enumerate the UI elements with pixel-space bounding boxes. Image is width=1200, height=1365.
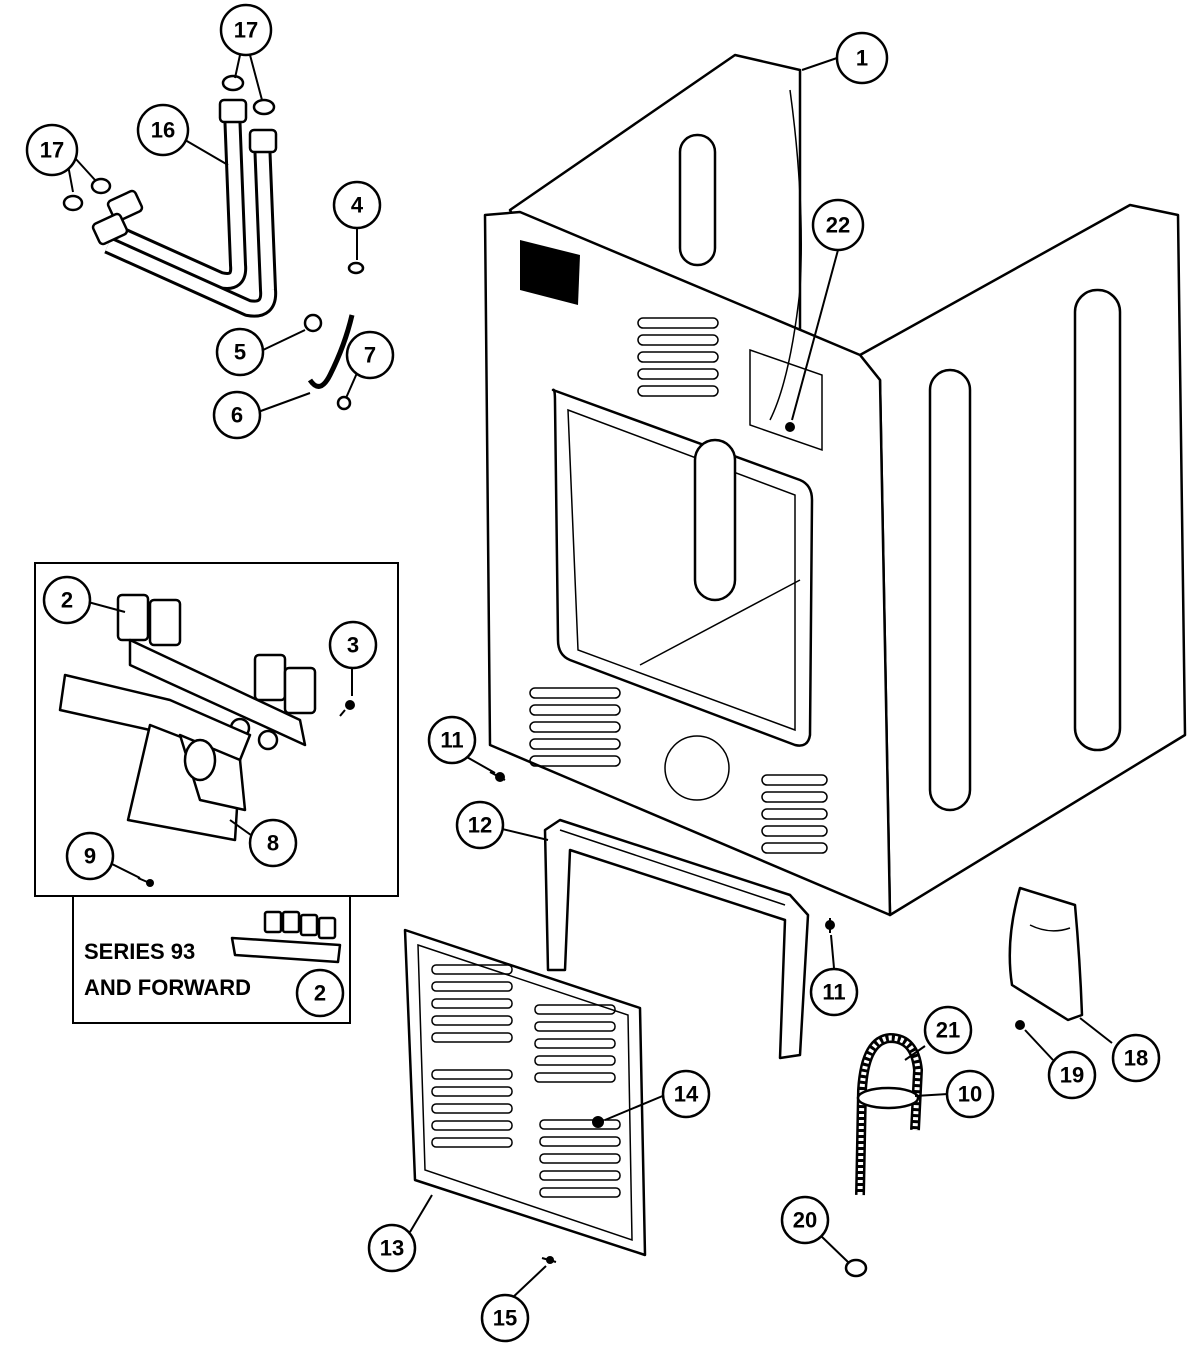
svg-text:10: 10 [958, 1082, 982, 1107]
svg-text:9: 9 [84, 844, 96, 869]
svg-text:13: 13 [380, 1236, 404, 1261]
bracket [1008, 886, 1084, 1022]
svg-text:12: 12 [468, 813, 492, 838]
svg-text:7: 7 [364, 343, 376, 368]
callout-17-left: 17 [25, 123, 79, 177]
svg-text:5: 5 [234, 340, 246, 365]
svg-text:19: 19 [1060, 1063, 1084, 1088]
callout-4: 4 [332, 180, 382, 230]
series-note-box: SERIES 93 AND FORWARD [72, 895, 351, 1024]
callout-7: 7 [345, 330, 395, 380]
series-note-line1: SERIES 93 [84, 939, 195, 964]
callout-10: 10 [945, 1069, 995, 1119]
svg-text:3: 3 [347, 633, 359, 658]
svg-text:6: 6 [231, 403, 243, 428]
callout-18: 18 [1111, 1033, 1161, 1083]
svg-text:18: 18 [1124, 1046, 1148, 1071]
callout-2-note: 2 [295, 968, 345, 1018]
cabinet [483, 53, 1187, 917]
svg-text:2: 2 [314, 981, 326, 1006]
drain-hose [855, 1033, 923, 1196]
svg-text:21: 21 [936, 1018, 960, 1043]
callout-3: 3 [328, 620, 378, 670]
screws [489, 422, 1025, 1278]
svg-text:1: 1 [856, 46, 868, 71]
svg-text:11: 11 [440, 728, 463, 753]
callout-22: 22 [811, 198, 865, 252]
callout-12: 12 [455, 800, 505, 850]
callout-2-inset: 2 [42, 575, 92, 625]
toe-panel [403, 928, 647, 1257]
callout-19: 19 [1047, 1050, 1097, 1100]
svg-text:14: 14 [674, 1082, 699, 1107]
inlet-hoses [62, 74, 278, 318]
callout-5: 5 [215, 327, 265, 377]
svg-text:8: 8 [267, 831, 279, 856]
svg-text:2: 2 [61, 588, 73, 613]
svg-text:15: 15 [493, 1306, 517, 1331]
callout-13: 13 [367, 1223, 417, 1273]
series-note-line2: AND FORWARD [84, 975, 251, 1000]
callout-11-left: 11 [427, 715, 477, 765]
svg-text:20: 20 [793, 1208, 817, 1233]
callout-20: 20 [780, 1195, 830, 1245]
callout-9: 9 [65, 831, 115, 881]
callout-16: 16 [136, 103, 190, 157]
svg-text:17: 17 [40, 138, 64, 163]
svg-text:22: 22 [826, 213, 850, 238]
base-frame [543, 818, 810, 1060]
callout-8: 8 [248, 818, 298, 868]
callout-6: 6 [212, 390, 262, 440]
small-hose-parts [303, 261, 365, 411]
callout-11-right: 11 [809, 967, 859, 1017]
svg-text:4: 4 [351, 193, 364, 218]
leader-lines [67, 54, 1113, 1301]
callout-21: 21 [923, 1005, 973, 1055]
svg-text:17: 17 [234, 18, 258, 43]
svg-text:16: 16 [151, 118, 175, 143]
callout-15: 15 [480, 1293, 530, 1343]
callout-17-top: 17 [219, 3, 273, 57]
svg-text:11: 11 [822, 980, 845, 1005]
callout-14: 14 [661, 1069, 711, 1119]
callout-1: 1 [835, 31, 889, 85]
